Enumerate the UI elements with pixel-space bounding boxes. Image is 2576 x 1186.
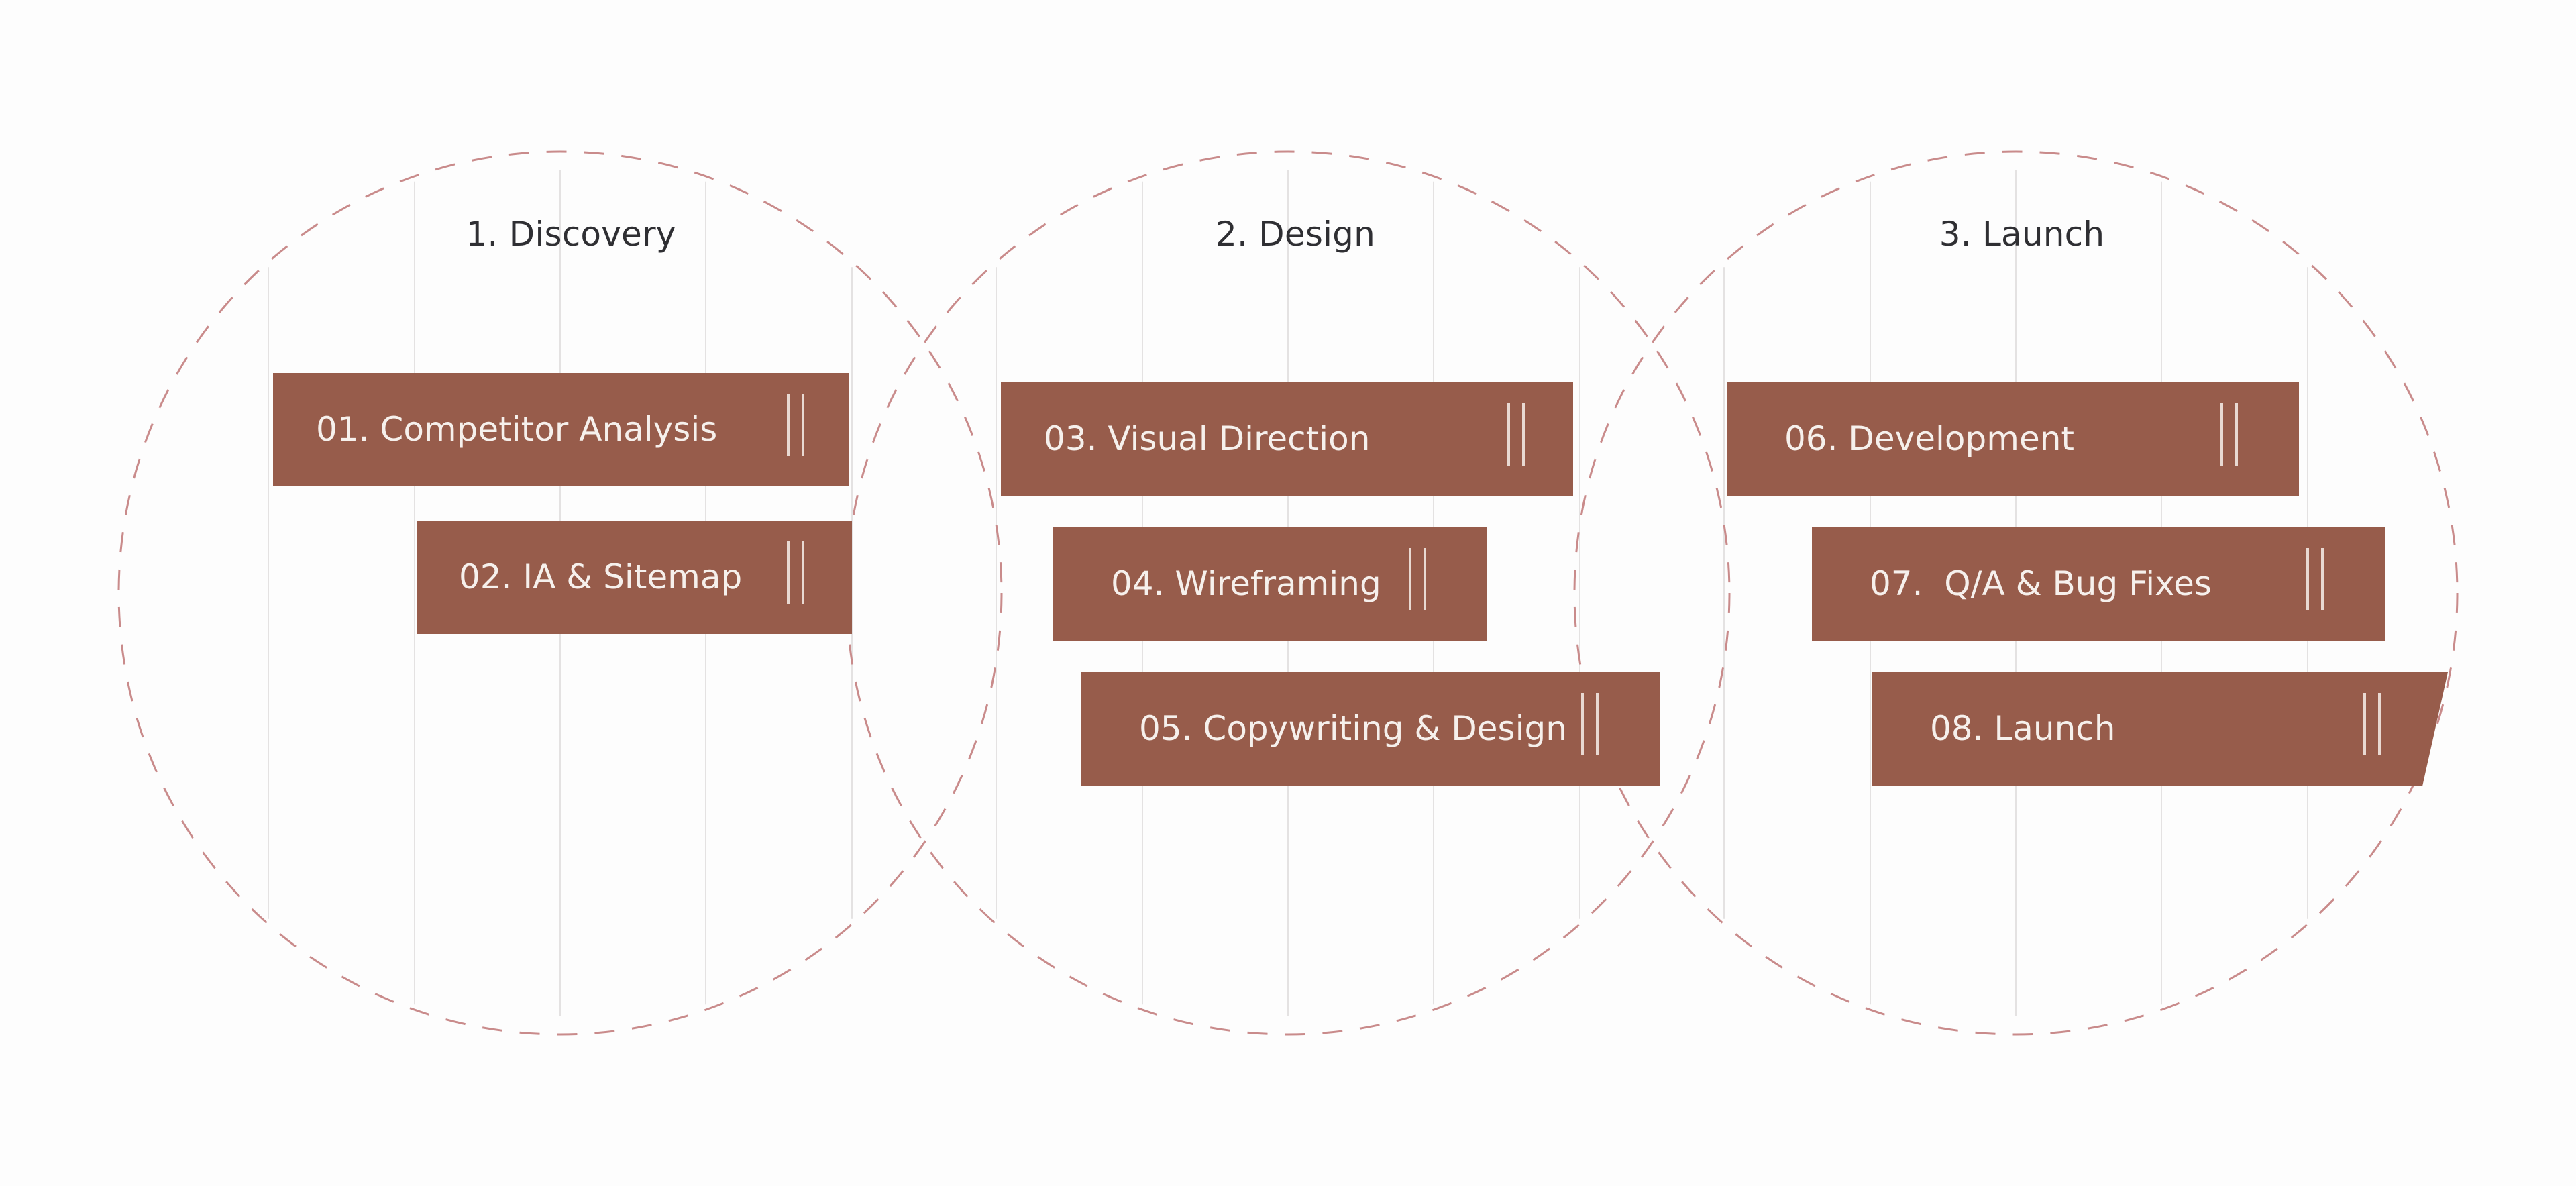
phase-title-discovery: 1. Discovery [466,215,676,254]
task-label: 07. Q/A & Bug Fixes [1870,564,2212,603]
task-bar-qa-bug-fixes[interactable]: 07. Q/A & Bug Fixes [1812,527,2385,641]
phase-circles [117,150,2459,1036]
task-label: 04. Wireframing [1111,564,1381,603]
drag-handle-icon[interactable] [2218,403,2241,466]
task-bar-development[interactable]: 06. Development [1727,382,2299,496]
phase-circle-3 [1573,150,2459,1036]
task-label: 03. Visual Direction [1044,419,1371,458]
task-bar-copywriting-design[interactable]: 05. Copywriting & Design [1081,672,1660,786]
phase-title-launch: 3. Launch [1939,215,2105,254]
drag-handle-icon[interactable] [1578,693,1601,755]
task-label: 06. Development [1784,419,2075,458]
drag-handle-icon[interactable] [1505,403,1527,466]
phase-circle-2 [845,150,1731,1036]
drag-handle-icon[interactable] [1406,548,1429,610]
drag-handle-icon[interactable] [2304,548,2326,610]
task-label: 08. Launch [1930,709,2116,748]
drag-handle-icon[interactable] [784,394,807,456]
task-bar-launch[interactable]: 08. Launch [1872,672,2448,786]
drag-handle-icon[interactable] [2361,693,2383,755]
task-label: 05. Copywriting & Design [1139,709,1567,748]
drag-handle-icon[interactable] [784,541,807,604]
phase-circle-1 [117,150,1003,1036]
task-bar-visual-direction[interactable]: 03. Visual Direction [1001,382,1573,496]
task-label: 02. IA & Sitemap [459,557,743,596]
phase-title-design: 2. Design [1215,215,1376,254]
task-bar-wireframing[interactable]: 04. Wireframing [1053,527,1487,641]
task-bar-competitor-analysis[interactable]: 01. Competitor Analysis [273,373,849,486]
task-label: 01. Competitor Analysis [316,410,718,449]
task-bar-ia-sitemap[interactable]: 02. IA & Sitemap [417,521,852,634]
